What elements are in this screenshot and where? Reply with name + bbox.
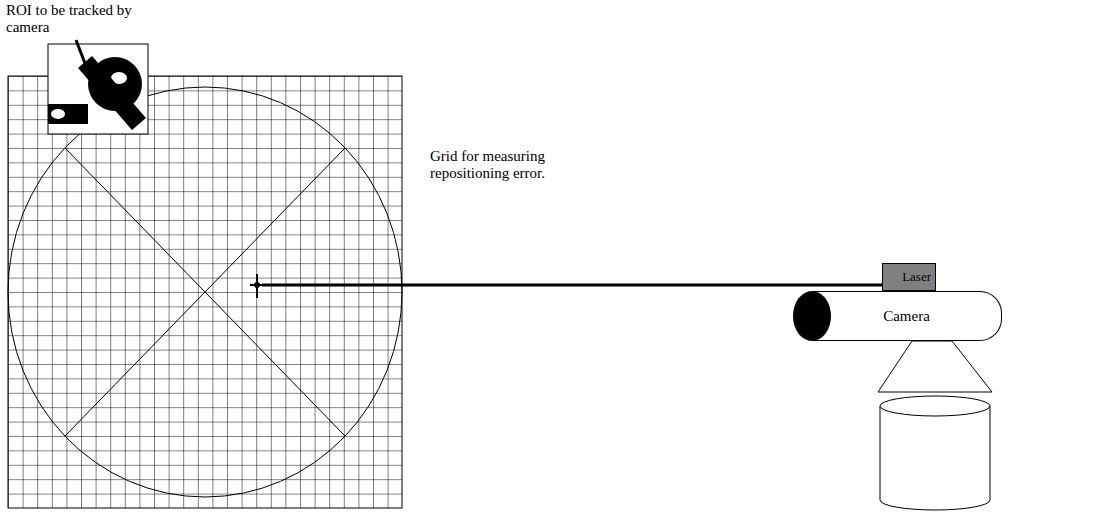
callout-label: Grid for measuring repositioning error. — [430, 148, 620, 182]
camera-mount — [878, 341, 992, 510]
roi-target — [48, 44, 148, 134]
laser-box: Laser — [882, 263, 936, 291]
node-text: Laser — [902, 269, 931, 285]
camera-body: Camera — [812, 291, 1002, 341]
measuring-grid — [8, 76, 402, 508]
node-text: Camera — [883, 308, 930, 325]
leader-arrow — [76, 40, 96, 92]
camera-lens — [793, 291, 831, 341]
callout-label: ROI to be tracked by camera — [6, 2, 156, 36]
laser-beam — [262, 284, 882, 287]
laser-spot — [250, 274, 264, 298]
